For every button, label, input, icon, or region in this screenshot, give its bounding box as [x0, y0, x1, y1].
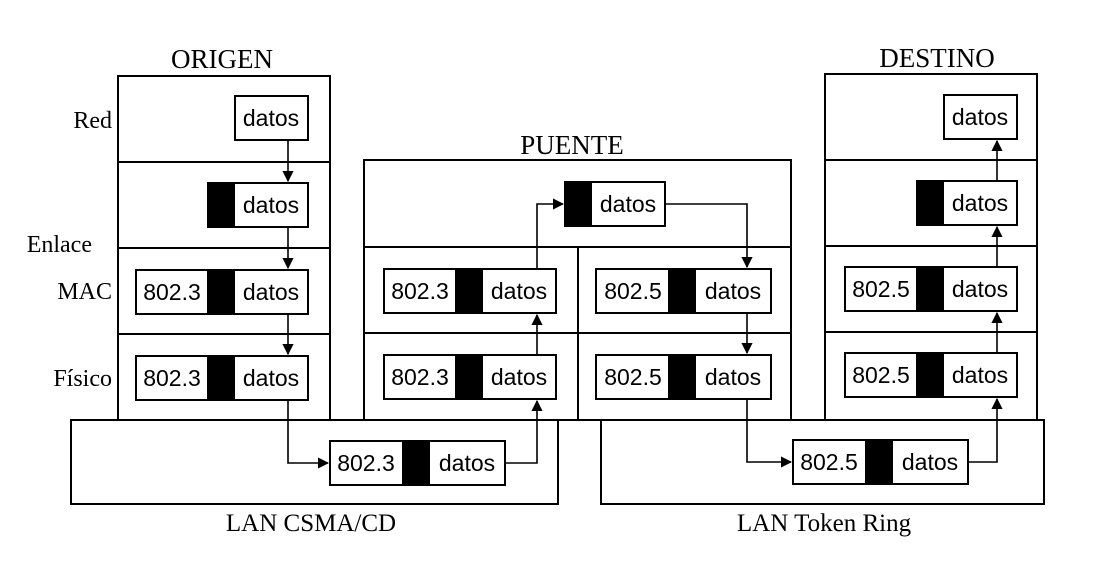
- link-header-block: [917, 267, 944, 311]
- lan-csma-packet: 802.3 datos: [329, 440, 506, 486]
- packet-proto-label: 802.5: [852, 276, 910, 302]
- packet-data-label: datos: [491, 364, 547, 390]
- link-header-block: [456, 269, 483, 313]
- arrow-to-destino: [968, 397, 1003, 463]
- link-header-block: [565, 182, 592, 226]
- layer-label-mac: MAC: [57, 279, 112, 305]
- destino-fisico-packet: 802.5 datos: [844, 352, 1018, 398]
- packet-proto-label: 802.3: [337, 450, 395, 476]
- link-header-block: [669, 355, 696, 399]
- link-header-block: [208, 270, 235, 314]
- packet-proto-label: 802.5: [604, 364, 662, 390]
- destino-mac-packet: 802.5 datos: [844, 266, 1018, 312]
- destino-title: DESTINO: [879, 43, 995, 73]
- packet-proto-label: 802.5: [604, 278, 662, 304]
- origen-fisico-packet: 802.3 datos: [135, 355, 309, 401]
- link-header-block: [917, 353, 944, 397]
- arrow-down: [665, 203, 753, 269]
- arrow-to-lan: [746, 399, 793, 468]
- link-header-block: [917, 181, 944, 225]
- link-header-block: [403, 441, 430, 485]
- packet-data-label: datos: [243, 192, 299, 218]
- packet-data-label: datos: [902, 449, 958, 475]
- layer-label-red: Red: [73, 108, 112, 134]
- origen-mac-packet: 802.3 datos: [135, 269, 309, 315]
- destino-red-packet: datos: [943, 94, 1018, 140]
- packet-proto-label: 802.3: [143, 279, 201, 305]
- lan-token-box: [600, 419, 1045, 505]
- puente-enlace-packet: datos: [564, 181, 666, 227]
- link-header-block: [669, 269, 696, 313]
- origen-title: ORIGEN: [171, 44, 273, 74]
- packet-data-label: datos: [952, 104, 1008, 130]
- puente-mac-token-packet: 802.5 datos: [595, 268, 772, 314]
- packet-proto-label: 802.5: [852, 362, 910, 388]
- arrow-to-lan: [287, 400, 330, 469]
- layer-label-fisico: Físico: [53, 366, 112, 392]
- link-header-block: [208, 183, 235, 227]
- lan-csma-label: LAN CSMA/CD: [226, 510, 396, 537]
- packet-proto-label: 802.3: [391, 278, 449, 304]
- puente-fisico-csma-packet: 802.3 datos: [383, 354, 557, 400]
- packet-proto-label: 802.3: [143, 365, 201, 391]
- lan-token-packet: 802.5 datos: [792, 439, 969, 485]
- packet-data-label: datos: [491, 278, 547, 304]
- packet-data-label: datos: [243, 279, 299, 305]
- packet-data-label: datos: [243, 105, 299, 131]
- puente-fisico-token-packet: 802.5 datos: [595, 354, 772, 400]
- packet-data-label: datos: [243, 365, 299, 391]
- lan-token-label: LAN Token Ring: [737, 510, 912, 537]
- packet-proto-label: 802.3: [391, 364, 449, 390]
- packet-data-label: datos: [705, 278, 761, 304]
- packet-data-label: datos: [952, 190, 1008, 216]
- destino-enlace-packet: datos: [916, 180, 1018, 226]
- arrow-to-bridge: [505, 399, 543, 464]
- flow-arrows: [282, 139, 1003, 469]
- lan-csma-box: [70, 419, 559, 505]
- layer-label-enlace: Enlace: [27, 232, 92, 258]
- link-header-block: [208, 356, 235, 400]
- packet-data-label: datos: [705, 364, 761, 390]
- puente-mac-csma-packet: 802.3 datos: [383, 268, 557, 314]
- origen-enlace-packet: datos: [207, 182, 309, 228]
- puente-title: PUENTE: [520, 130, 624, 160]
- link-header-block: [866, 440, 893, 484]
- packet-data-label: datos: [439, 450, 495, 476]
- link-header-block: [456, 355, 483, 399]
- packet-proto-label: 802.5: [800, 449, 858, 475]
- packet-data-label: datos: [600, 191, 656, 217]
- packet-data-label: datos: [952, 276, 1008, 302]
- arrow-up: [536, 198, 565, 269]
- origen-red-packet: datos: [234, 95, 309, 141]
- packet-data-label: datos: [952, 362, 1008, 388]
- puente-stack: [363, 159, 792, 421]
